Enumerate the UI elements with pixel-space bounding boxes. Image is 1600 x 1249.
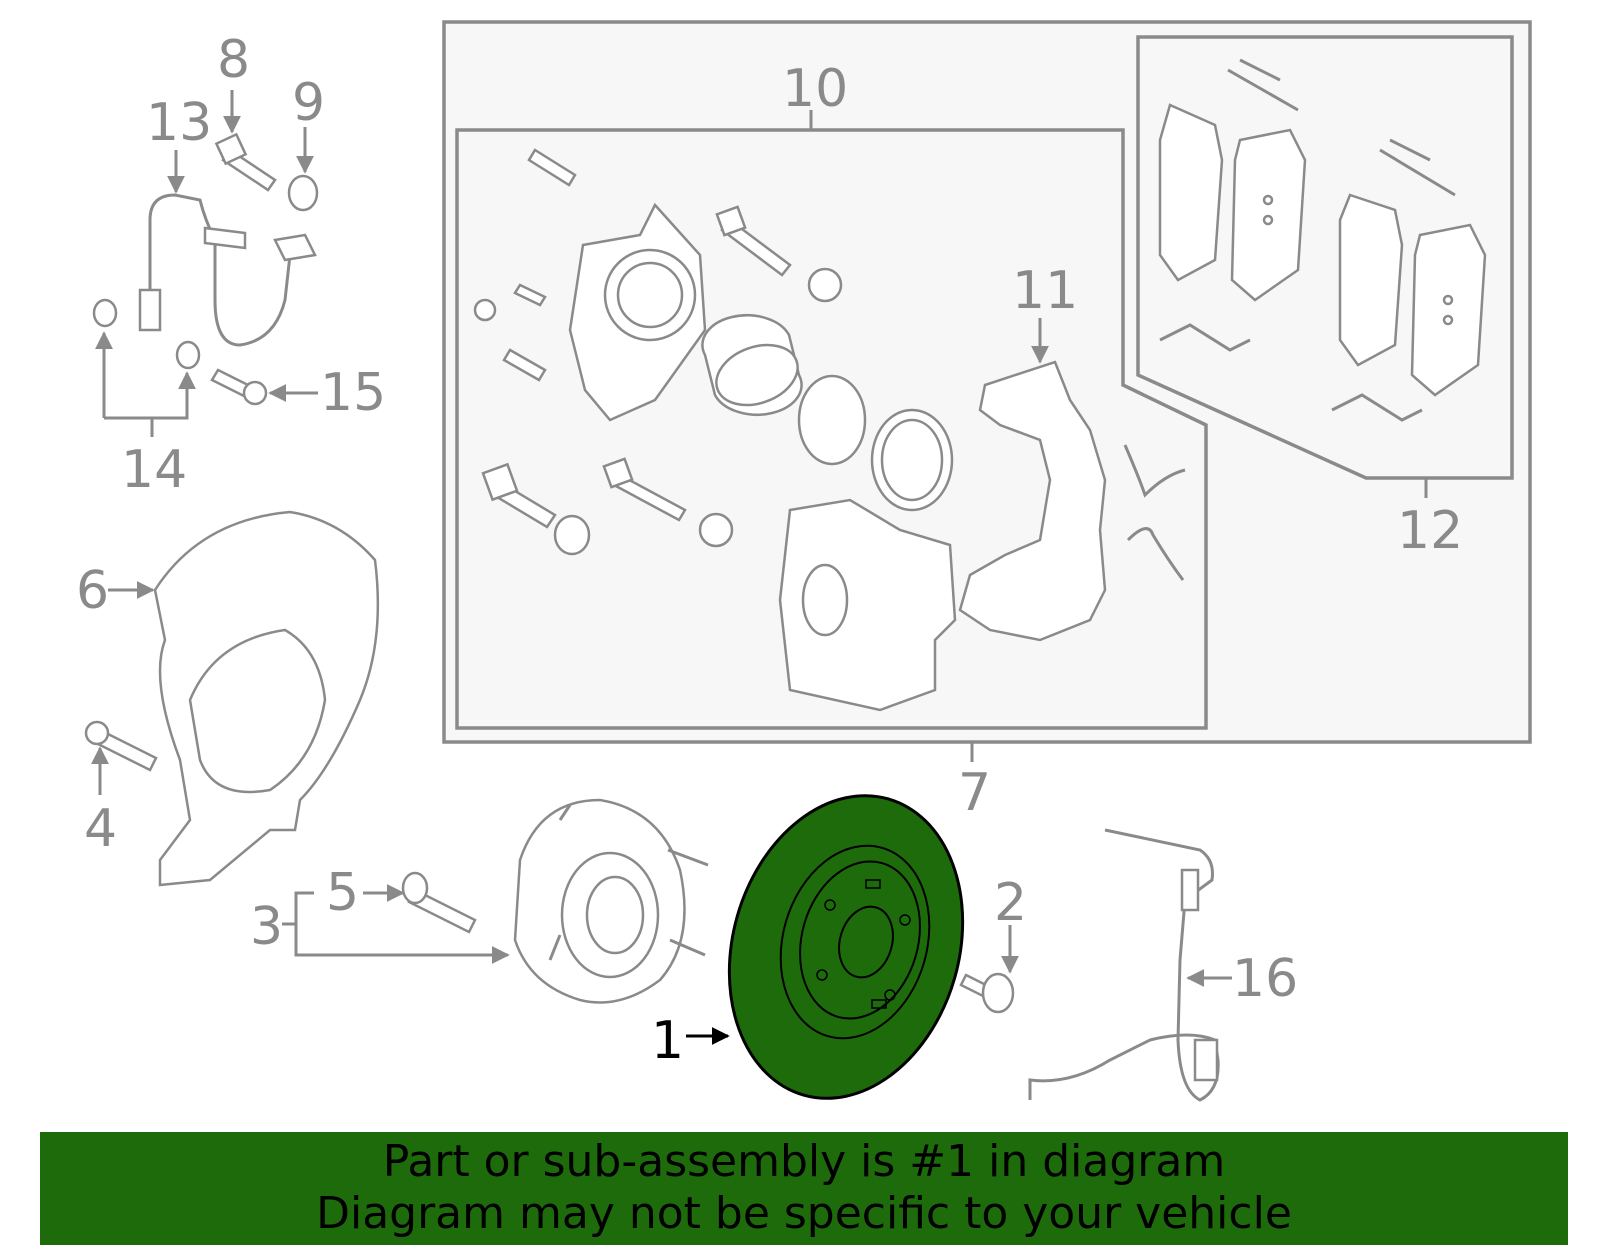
- callout-6: 6: [76, 561, 109, 621]
- callout-15: 15: [320, 363, 386, 423]
- wheel-hub: [513, 798, 709, 1004]
- callout-7: 7: [958, 763, 991, 823]
- callout-9: 9: [292, 73, 325, 133]
- callout-4: 4: [84, 799, 117, 859]
- piston-seal: [797, 374, 867, 466]
- caliper-guide-pins: [473, 148, 843, 556]
- brake-rotor: [727, 794, 965, 1100]
- caliper-piston: [701, 314, 803, 416]
- caliper-bracket: [958, 360, 1107, 642]
- callout-8: 8: [217, 30, 250, 90]
- callout-13: 13: [146, 93, 212, 153]
- dust-shield: [153, 510, 380, 887]
- info-banner: Part or sub-assembly is #1 in diagram Di…: [40, 1132, 1568, 1245]
- bolt-15: [210, 368, 268, 406]
- washer-9: [287, 174, 319, 212]
- bolt-4: [84, 720, 158, 772]
- callout-12: 12: [1397, 501, 1463, 561]
- callout-16: 16: [1232, 949, 1298, 1009]
- brake-rotor-center-bore: [838, 905, 894, 979]
- bolt-8: [214, 132, 277, 192]
- abs-sensor-wire: [1028, 828, 1220, 1102]
- brake-hose: [138, 193, 317, 347]
- caliper-body: [568, 202, 957, 712]
- callout-11: 11: [1012, 261, 1078, 321]
- callout-10: 10: [782, 59, 848, 119]
- banner-line-2: Diagram may not be specific to your vehi…: [316, 1188, 1292, 1239]
- anti-rattle-spring: [1123, 444, 1186, 581]
- rotor-screw-2: [959, 972, 1015, 1014]
- callout-1: 1: [651, 1011, 684, 1071]
- callout-5: 5: [326, 863, 359, 923]
- wheel-stud-5: [401, 871, 477, 934]
- callout-2: 2: [994, 873, 1027, 933]
- dust-boot-inner: [880, 418, 944, 502]
- banner-line-1: Part or sub-assembly is #1 in diagram: [382, 1136, 1226, 1187]
- callout-14: 14: [121, 440, 187, 500]
- washer-14b: [175, 340, 201, 370]
- washer-14a: [92, 298, 118, 328]
- brake-pads: [1158, 58, 1487, 422]
- leader-lines: [91, 90, 1232, 1045]
- callout-3: 3: [250, 897, 283, 957]
